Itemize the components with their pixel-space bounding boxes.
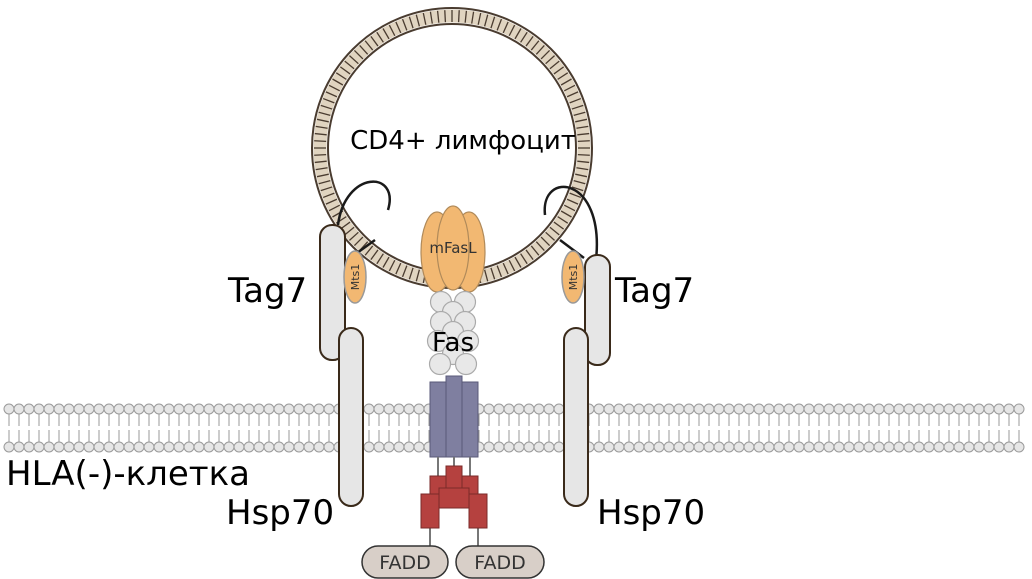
fadd-label-right: FADD — [474, 552, 525, 574]
hsp70-label-left: Hsp70 — [226, 493, 334, 533]
tag7-hsp70-complex-right: Mts1 — [543, 185, 611, 507]
cell-label: HLA(-)-клетка — [6, 454, 250, 494]
fadd-right: FADD — [455, 545, 545, 579]
fas-connectors — [429, 457, 479, 547]
tag7-loop-right — [543, 185, 599, 261]
mts1-label-left: Mts1 — [349, 264, 362, 291]
hsp70-bar-right — [563, 327, 589, 507]
tag7-linker-right — [559, 239, 585, 259]
tag7-label-left: Tag7 — [227, 271, 307, 311]
mts1-right — [561, 250, 585, 304]
tag7-bar-right — [584, 254, 611, 366]
cell-membrane — [3, 403, 1025, 453]
lymphocyte-label: CD4+ лимфоцит — [350, 126, 576, 156]
hsp70-label-right: Hsp70 — [597, 493, 705, 533]
mts1-left — [343, 250, 367, 304]
tag7-loop-left — [336, 180, 391, 226]
fas-extracellular-domains — [426, 290, 480, 376]
fadd-left: FADD — [361, 545, 449, 579]
fas-label: Fas — [432, 328, 474, 358]
mfasl-label: mFasL — [429, 239, 477, 257]
mfasl-trimer — [420, 205, 486, 293]
tag7-label-right: Tag7 — [614, 271, 694, 311]
fas-death-domains — [420, 465, 488, 529]
fas-transmembrane — [429, 375, 479, 458]
fadd-label-left: FADD — [379, 552, 430, 574]
tag7-bar-left — [319, 224, 346, 361]
mts1-label-right: Mts1 — [567, 264, 580, 291]
tag7-hsp70-complex-left: Mts1 — [319, 180, 391, 507]
hsp70-bar-left — [338, 327, 364, 507]
